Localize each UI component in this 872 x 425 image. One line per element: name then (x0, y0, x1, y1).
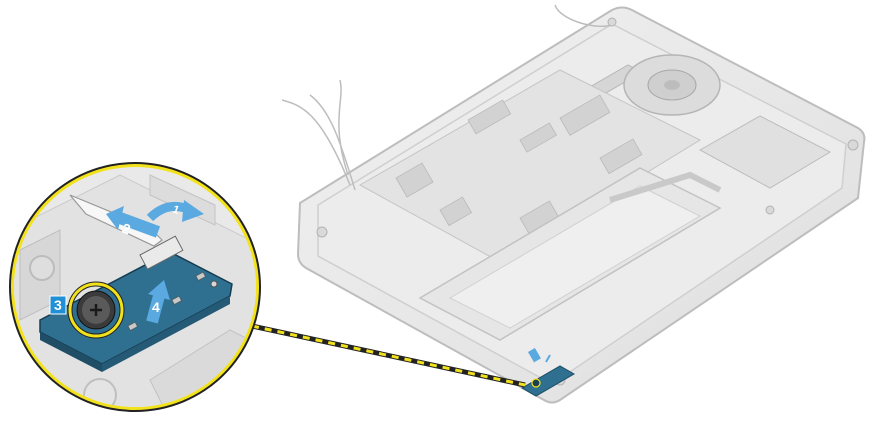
power-button-board (39, 235, 233, 372)
power-button-board-small (520, 348, 576, 397)
ssd-module (698, 115, 832, 189)
step-3-label: 3 (54, 297, 62, 313)
step-2-arrow: 2 (106, 206, 161, 238)
step-1-arrow: 1 (146, 200, 204, 222)
step-1-label: 1 (171, 204, 181, 217)
step-3-badge: 3 (49, 295, 67, 315)
step-4-arrow: 4 (146, 280, 170, 324)
chassis-cable (609, 171, 722, 203)
step-4-label: 4 (152, 299, 160, 315)
screw (67, 281, 125, 339)
laptop-chassis (281, 4, 866, 404)
board-connector (139, 235, 184, 270)
battery-inner (448, 185, 702, 329)
zoom-callout: 1 2 4 3 (9, 162, 261, 412)
callout-leader (251, 323, 526, 388)
antenna-wires (281, 4, 613, 191)
fan (623, 54, 721, 116)
